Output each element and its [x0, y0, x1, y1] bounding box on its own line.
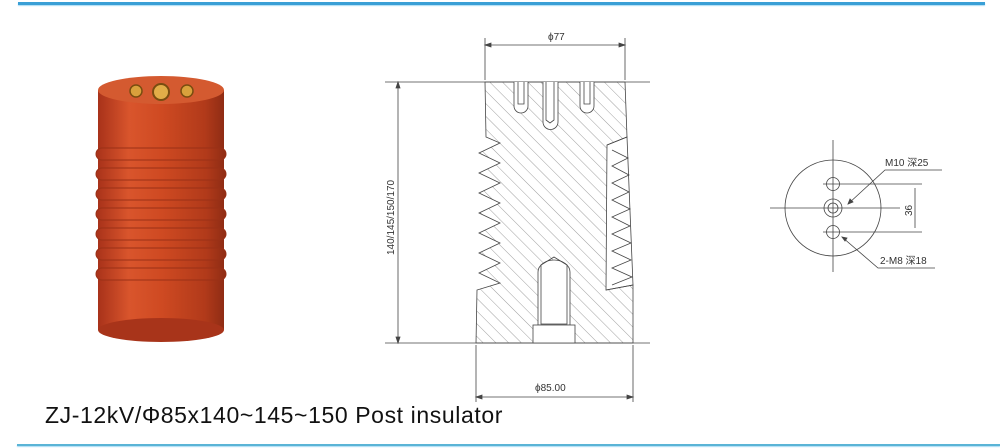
insulator-photo	[95, 76, 227, 342]
product-caption: ZJ-12kV/Φ85x140~145~150 Post insulator	[45, 402, 503, 428]
center-thread-label: M10 深25	[885, 157, 929, 169]
bottom-divider	[17, 444, 1000, 446]
hole-spacing-label: 36	[904, 204, 915, 216]
side-thread-label: 2-M8 深18	[880, 255, 927, 267]
top-diameter-label: ϕ77	[548, 32, 565, 43]
section-drawing	[385, 38, 650, 402]
bottom-diameter-label: ϕ85.00	[535, 383, 566, 394]
top-view-drawing	[770, 140, 942, 272]
brass-insert	[152, 83, 170, 101]
brass-insert	[180, 84, 194, 98]
top-divider	[18, 2, 985, 5]
brass-insert	[129, 84, 143, 98]
height-label: 140/145/150/170	[386, 179, 397, 255]
insulator-sheds	[95, 147, 227, 281]
